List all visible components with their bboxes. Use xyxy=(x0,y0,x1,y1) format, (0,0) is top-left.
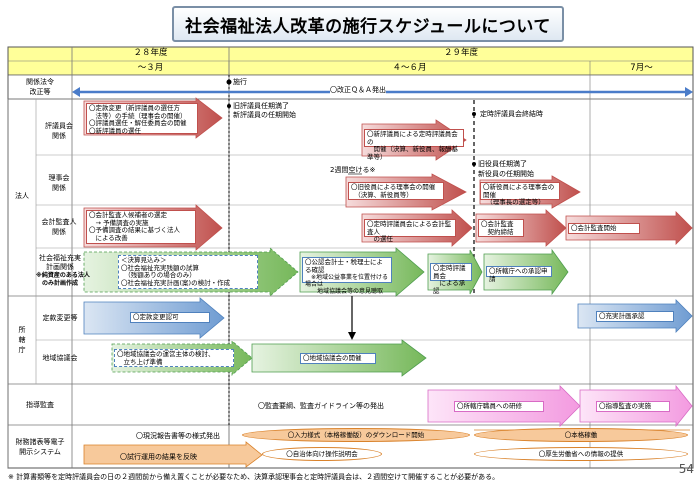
board-box-2: 〇新役員による理事会の開催 （理事長の選定等） xyxy=(480,182,560,206)
auditor-box-2: 〇定時評議員会による会計監査人 の選任 xyxy=(364,219,456,243)
row-guidance: 指導監査 xyxy=(26,401,54,409)
group-jurisdiction-3: 庁 xyxy=(18,346,26,354)
auditor-box-1-line-1: 〇会計監査人候補者の選定 xyxy=(89,211,167,219)
council-box-1: 〇定款変更（新評議員の選任方 法等）の手続（理事会の開催） 〇評議員選任・解任委… xyxy=(86,103,198,134)
plan-box-d: 〇所轄庁への承認申請 xyxy=(486,266,552,282)
plan-box-c-line-1: 〇定時評議員会 xyxy=(433,264,466,280)
board-box-2-line-2: （理事長の選定等） xyxy=(483,198,545,206)
council-new-box: 〇新評議員による定時評議員会の 開催（決算、新役員、報酬基準等） xyxy=(364,129,464,160)
header-fy29: ２９年度 xyxy=(443,48,478,58)
row-council-2: 関係 xyxy=(52,132,66,140)
auditor-box-1-line-2: → 予備調査の実施 xyxy=(89,218,149,227)
board-box-1: 〇旧役員による理事会の開催 （決算、新役員等） xyxy=(348,182,444,200)
board-old-2: 新役員の任期開始 xyxy=(478,170,534,178)
council-box-1-line-1: 〇定款変更（新評議員の選任方 xyxy=(89,104,180,112)
row-auditor-2: 関係 xyxy=(52,228,66,236)
plan-box-b-line-2: ※地域公益事業を位置付ける場合は xyxy=(305,274,389,288)
laws-enforce: 施行 xyxy=(233,78,247,86)
auditor-box-1-line-3: 〇予備調査の結果に基づく法人 xyxy=(89,226,180,234)
title-banner: 社会福祉法人改革の施行スケジュールについて xyxy=(172,6,564,42)
header-fy28-sub: ～３月 xyxy=(137,63,164,73)
row-board-2: 関係 xyxy=(52,184,66,192)
page-number: 54 xyxy=(678,462,694,476)
plan-box-a-line-4: 〇社会福祉充実計画(案)の検討・作成 xyxy=(121,278,231,287)
row-plan-4: のみ計画作成 xyxy=(41,280,78,287)
laws-qa: 〇改正Ｑ＆Ａ発出 xyxy=(330,86,386,94)
group-jurisdiction-1: 所 xyxy=(18,326,26,334)
regional-box-a-line-1: 〇地域協議会の運営主体の検討、 xyxy=(117,350,215,358)
plan-box-a-line-2: 〇社会福祉充実残額の試算 xyxy=(121,263,199,272)
plan-box-b-line-1: 〇公認会計士・税理士による確認 xyxy=(305,258,383,274)
row-auditor-1: 会計監査人 xyxy=(41,218,77,226)
auditor-box-4: 〇会計監査開始 xyxy=(568,223,640,234)
row-system-2: 開示システム xyxy=(19,448,61,456)
footnote: ※ 計算書類等を定時評議員会の日の２週間前から備え置くことが必要なため、決算承認… xyxy=(8,473,500,481)
board-two-weeks: 2週間空ける※ xyxy=(330,166,376,174)
group-corp: 法人 xyxy=(15,192,29,200)
auditor-box-1-line-4: による改善 xyxy=(89,233,128,242)
auditor-box-3: 〇会計監査 契約締結 xyxy=(478,219,524,237)
council-new-line-2: 開催（決算、新役員、報酬基準等） xyxy=(367,145,458,161)
council-box-1-line-2: 法等）の手続（理事会の開催） xyxy=(89,111,187,120)
guidance-box-b: 〇所轄庁職員への研修 xyxy=(454,401,544,412)
plan-box-a-line-3: （残額ありの場合のみ） xyxy=(121,271,196,279)
system-oval-f: 〇厚生労働省への情報の提供 xyxy=(474,447,688,461)
council-box-1-line-3: 〇評議員選任・解任委員会の開催 xyxy=(89,119,187,127)
council-end-note: 定時評議員会終結時 xyxy=(480,110,543,118)
guidance-box-c: 〇指導監査の実施 xyxy=(596,401,670,412)
row-plan-3: ※純資産のある法人 xyxy=(36,272,90,279)
auditor-box-3-line-2: 契約締結 xyxy=(481,227,514,236)
system-oval-b: 〇入力様式（本格稼働版）のダウンロード開始 xyxy=(242,428,470,442)
board-old-1: 旧役員任期満了 xyxy=(478,160,527,168)
row-regional: 地域協議会 xyxy=(42,354,78,362)
board-box-1-line-1: 〇旧役員による理事会の開催 xyxy=(351,183,436,191)
row-laws-2: 改正等 xyxy=(29,88,51,96)
plan-box-c: 〇定時評議員会 による承認 xyxy=(430,263,472,294)
regional-box-a: 〇地域協議会の運営主体の検討、 立ち上げ準備 xyxy=(114,349,234,367)
auditor-box-1: 〇会計監査人候補者の選定 → 予備調査の実施 〇予備調査の結果に基づく法人 によ… xyxy=(86,210,196,244)
system-oval-c: 〇本格稼働 xyxy=(474,428,688,442)
auditor-box-3-line-1: 〇会計監査 xyxy=(481,220,514,228)
group-jurisdiction-2: 轄 xyxy=(18,336,26,344)
page-title: 社会福祉法人改革の施行スケジュールについて xyxy=(185,17,551,37)
regional-box-b: 〇地域協議会の開催 xyxy=(300,353,376,364)
articles-box-a: 〇定款変更認可 xyxy=(130,312,210,323)
system-oval-e: 〇自治体向け操作説明会 xyxy=(262,447,382,461)
row-plan-2: 計画関係 xyxy=(46,263,74,271)
header-fy28: ２８年度 xyxy=(133,48,168,58)
row-plan-1: 社会福祉充実 xyxy=(39,254,81,262)
auditor-box-2-line-2: の選任 xyxy=(367,235,394,243)
board-box-1-line-2: （決算、新役員等） xyxy=(351,190,413,199)
council-new-line-1: 〇新評議員による定時評議員会の xyxy=(367,130,458,146)
system-a: 〇現況報告書等の様式発出 xyxy=(136,432,220,440)
board-box-2-line-1: 〇新役員による理事会の開催 xyxy=(483,183,555,199)
regional-box-a-line-2: 立ち上げ準備 xyxy=(117,357,163,366)
plan-box-a: ＜決算見込み＞ 〇社会福祉充実残額の試算 （残額ありの場合のみ） 〇社会福祉充実… xyxy=(118,255,258,289)
plan-box-a-line-1: ＜決算見込み＞ xyxy=(121,256,167,264)
header-fy29-b: 7月～ xyxy=(630,63,653,73)
articles-box-b: 〇充実計画承認 xyxy=(596,311,674,322)
guidance-a: 〇監査要綱、監査ガイドライン等の発出 xyxy=(258,402,384,410)
system-d: 〇試行運用の結果を反映 xyxy=(120,453,197,461)
council-old-2: 新評議員の任期開始 xyxy=(233,111,296,119)
auditor-box-2-line-1: 〇定時評議員会による会計監査人 xyxy=(367,220,452,236)
row-council-1: 評議員会 xyxy=(45,122,73,130)
header-fy29-a: ４～６月 xyxy=(392,63,427,73)
row-laws-1: 関係法令 xyxy=(26,78,54,86)
row-board-1: 理事会 xyxy=(48,174,70,182)
council-old-1: 旧評議員任期満了 xyxy=(233,102,289,110)
row-system-1: 財務諸表等電子 xyxy=(15,438,65,446)
plan-box-b-line-3: 地域協議会等の意見聴取 xyxy=(305,288,384,295)
plan-box-c-line-2: による承認 xyxy=(433,279,466,295)
council-box-1-line-4: 〇新評議員の選任 xyxy=(89,126,141,135)
plan-box-b: 〇公認会計士・税理士による確認 ※地域公益事業を位置付ける場合は 地域協議会等の… xyxy=(302,257,392,295)
row-articles: 定款変更等 xyxy=(42,314,78,322)
